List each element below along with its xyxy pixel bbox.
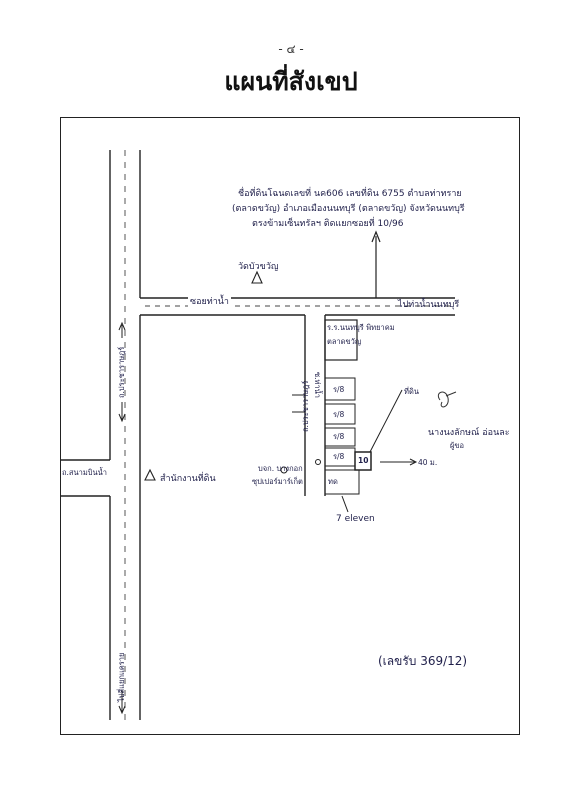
- store-marker-icon: [280, 466, 288, 474]
- seven-eleven-pointer: [341, 495, 349, 513]
- small-lane-label: ซ.ท่าน้ำ: [313, 372, 322, 398]
- lot-box-2: [324, 403, 356, 425]
- target-land-label: ที่ดิน: [404, 387, 419, 396]
- north-arrow-head: [371, 230, 381, 243]
- lane-point-icon: [315, 459, 321, 465]
- signature-scribble-icon: [437, 391, 457, 408]
- to-bottom-label: ไปสี่แยกแคราย: [117, 652, 126, 702]
- document-reference: (เลขรับ 369/12): [378, 654, 468, 668]
- signature-title: ผู้ขอ: [450, 441, 465, 450]
- lot-box-1: [324, 377, 356, 401]
- lot-label-3: ร/8: [333, 432, 345, 441]
- school-label: ร.ร.นนทบุรี พิทยาคม: [327, 323, 395, 332]
- road-arrow-bottom-head: [118, 705, 126, 715]
- seven-eleven-label: 7 eleven: [336, 514, 375, 524]
- page-number: - ๔ -: [278, 42, 304, 56]
- signature-name: นางนงลักษณ์ อ่อนละ: [428, 428, 510, 438]
- school-block: [324, 319, 358, 361]
- lot-label-1: ร/8: [333, 385, 345, 394]
- distance-label: 40 ม.: [418, 458, 438, 467]
- store-label-2: ซุปเปอร์มาร์เก็ต: [252, 477, 303, 486]
- lot-marker-label: ทด: [328, 477, 338, 486]
- left-road-label: ถ.สนามบินน้ำ: [62, 468, 108, 477]
- soi-label: ซอยท่าน้ำ: [188, 294, 231, 308]
- lot-box-5: [324, 469, 360, 495]
- lot-label-2: ร/8: [333, 410, 345, 419]
- temple-marker-icon: [251, 270, 263, 284]
- lot-box-3: [324, 427, 356, 447]
- target-pointer: [369, 389, 403, 453]
- road-arrow-down-head: [118, 413, 126, 423]
- office-marker-icon: [144, 468, 156, 481]
- target-lot-box: [354, 451, 372, 471]
- page-title: แผนที่สังเขป: [224, 67, 358, 96]
- road-arrow-up-head: [118, 321, 126, 331]
- lot-label-4: ร/8: [333, 452, 345, 461]
- heading-line-3: ตรงข้ามเซ็นทรัลฯ ติดแยกซอยที่ 10/96: [252, 219, 404, 229]
- distance-arrow-head: [409, 458, 418, 466]
- target-lot-number: 10: [358, 456, 369, 465]
- road-vertical-label: ถ.ประชาราษฎร์: [301, 380, 310, 432]
- heading-line-2: (ตลาดขวัญ) อำเภอเมืองนนทบุรี (ตลาดขวัญ) …: [232, 204, 465, 214]
- market-label: ตลาดขวัญ: [327, 337, 362, 346]
- main-road-label: ถ.ประชาราษฎร์: [117, 346, 126, 398]
- land-office-label: สำนักงานที่ดิน: [160, 474, 216, 484]
- store-label-1: บจก. บางกอก: [258, 464, 303, 473]
- temple-label: วัดบัวขวัญ: [238, 262, 279, 272]
- to-pier-label: ไปท่าน้ำนนทบุรี: [398, 300, 460, 310]
- heading-line-1: ชื่อที่ดินโฉนดเลขที่ นค606 เลขที่ดิน 675…: [238, 189, 462, 199]
- map-frame: [60, 117, 520, 735]
